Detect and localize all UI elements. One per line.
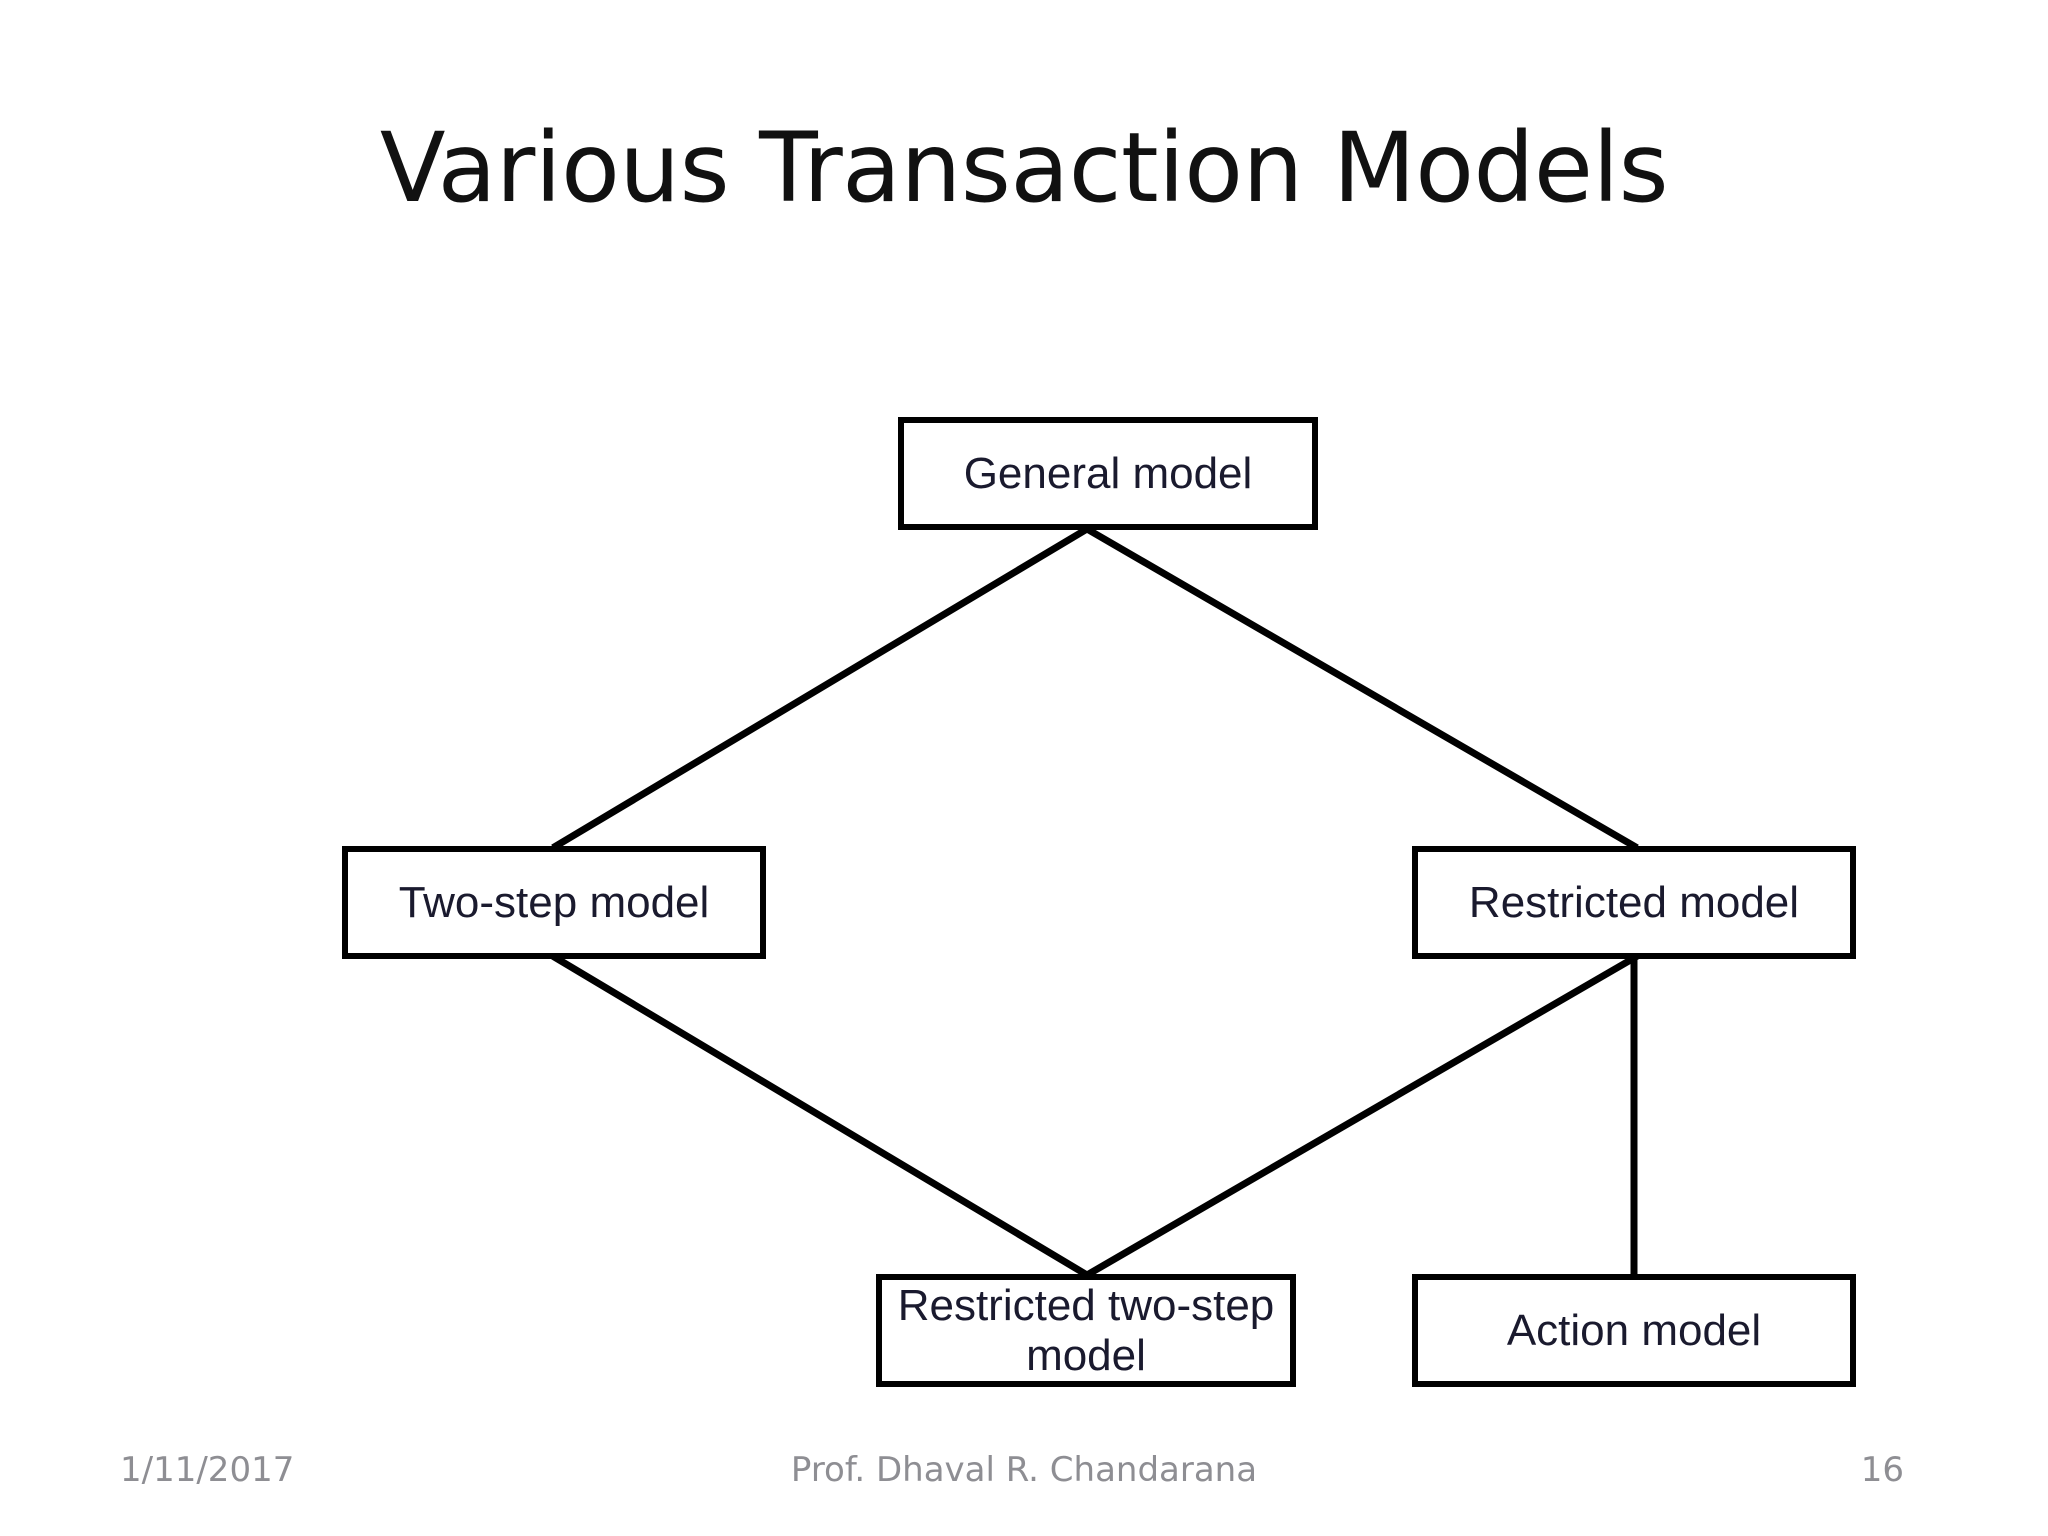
footer-author: Prof. Dhaval R. Chandarana xyxy=(790,1450,1258,1490)
diagram-node-restricted-two-step-model-label: Restricted two-step model xyxy=(897,1281,1275,1380)
edge-general-to-restricted xyxy=(1082,524,1639,851)
footer-page-number: 16 xyxy=(1860,1450,1904,1490)
diagram-node-restricted-two-step-model[interactable]: Restricted two-step model xyxy=(876,1274,1296,1387)
diagram-node-restricted-model-label: Restricted model xyxy=(1468,877,1800,927)
slide-footer: 1/11/2017 Prof. Dhaval R. Chandarana 16 xyxy=(0,1442,2048,1512)
edge-general-to-two-step xyxy=(551,524,1092,851)
edge-two-step-to-restricted-two-step xyxy=(551,953,1092,1280)
diagram-node-restricted-model[interactable]: Restricted model xyxy=(1412,846,1856,959)
footer-date: 1/11/2017 xyxy=(120,1450,295,1490)
diagram-node-two-step-model-label: Two-step model xyxy=(398,877,710,927)
diagram-node-general-model[interactable]: General model xyxy=(898,417,1318,530)
edge-restricted-to-restricted-two-step xyxy=(1082,953,1639,1280)
diagram-node-two-step-model[interactable]: Two-step model xyxy=(342,846,766,959)
diagram-node-action-model[interactable]: Action model xyxy=(1412,1274,1856,1387)
diagram-node-action-model-label: Action model xyxy=(1506,1305,1762,1355)
page-title: Various Transaction Models xyxy=(379,112,1669,224)
diagram-node-general-model-label: General model xyxy=(963,448,1253,498)
